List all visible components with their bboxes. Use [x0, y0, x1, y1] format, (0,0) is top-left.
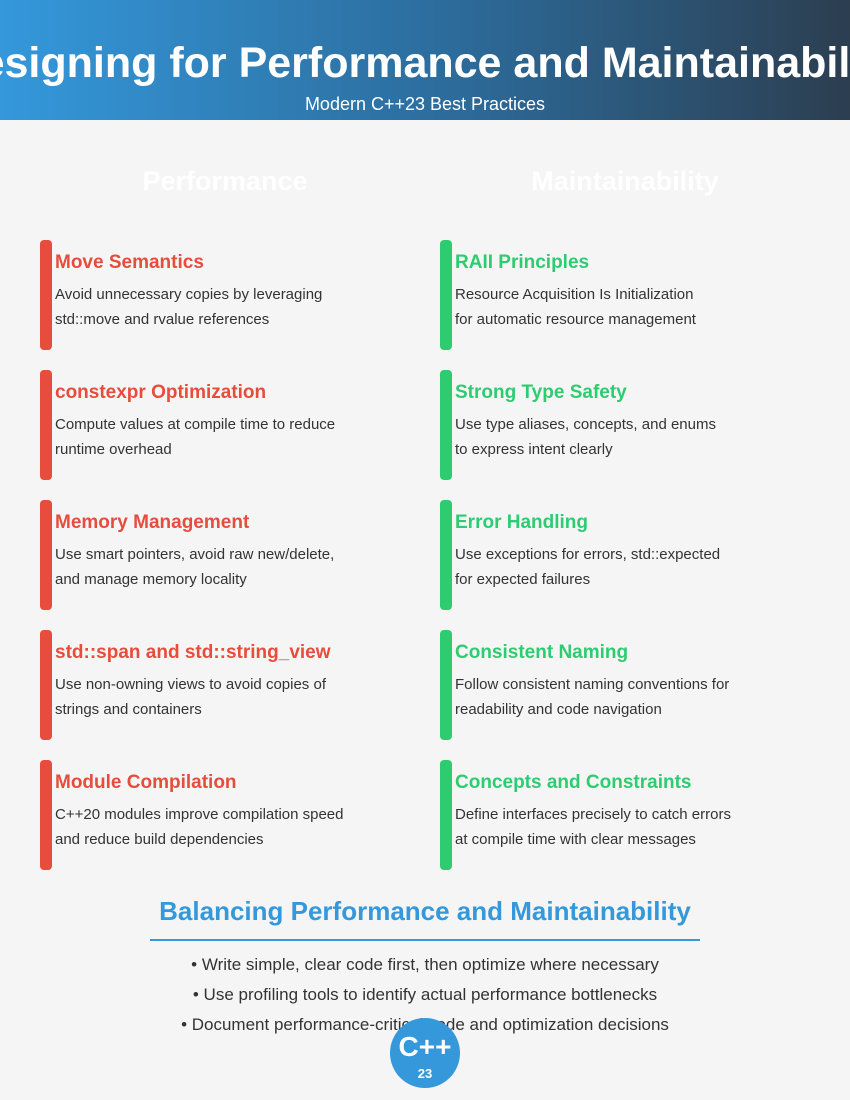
- card-description: Follow consistent naming conventions for: [455, 676, 730, 693]
- maintainability-accent-bar: [440, 370, 452, 480]
- cpp23-logo-badge: C++ 23: [390, 1018, 460, 1088]
- card-description: std::move and rvalue references: [55, 311, 270, 328]
- card-title: Consistent Naming: [455, 642, 629, 663]
- card-title: Strong Type Safety: [455, 382, 627, 403]
- card-title: std::span and std::string_view: [55, 642, 331, 663]
- page-title: Designing for Performance and Maintainab…: [0, 39, 850, 87]
- maintainability-card-type-safety: Strong Type Safety Use type aliases, con…: [440, 370, 780, 480]
- card-description: runtime overhead: [55, 441, 172, 458]
- balance-bullet: • Write simple, clear code first, then o…: [191, 955, 659, 974]
- maintainability-column-heading: Maintainability: [531, 166, 719, 196]
- card-title: Move Semantics: [55, 252, 204, 273]
- card-description: Compute values at compile time to reduce: [55, 416, 336, 433]
- card-description: at compile time with clear messages: [455, 831, 696, 848]
- card-description: Resource Acquisition Is Initialization: [455, 286, 694, 303]
- card-title: RAII Principles: [455, 252, 590, 273]
- maintainability-card-error-handling: Error Handling Use exceptions for errors…: [440, 500, 780, 610]
- card-description: Avoid unnecessary copies by leveraging: [55, 286, 323, 303]
- card-description: Use non-owning views to avoid copies of: [55, 676, 326, 693]
- card-description: strings and containers: [55, 701, 202, 718]
- performance-column-heading: Performance: [142, 166, 308, 196]
- card-title: Concepts and Constraints: [455, 772, 692, 793]
- performance-accent-bar: [40, 630, 52, 740]
- performance-card-module-compilation: Module Compilation C++20 modules improve…: [40, 760, 380, 870]
- maintainability-card-raii: RAII Principles Resource Acquisition Is …: [440, 240, 780, 350]
- card-description: to express intent clearly: [455, 441, 613, 458]
- card-description: Use type aliases, concepts, and enums: [455, 416, 716, 433]
- maintainability-accent-bar: [440, 630, 452, 740]
- card-description: and manage memory locality: [55, 571, 247, 588]
- card-description: readability and code navigation: [455, 701, 662, 718]
- performance-accent-bar: [40, 370, 52, 480]
- performance-card-move-semantics: Move Semantics Avoid unnecessary copies …: [40, 240, 380, 350]
- maintainability-card-concepts: Concepts and Constraints Define interfac…: [440, 760, 780, 870]
- card-description: for expected failures: [455, 571, 591, 588]
- card-title: Error Handling: [455, 512, 589, 533]
- card-description: C++20 modules improve compilation speed: [55, 806, 344, 823]
- balance-section-title: Balancing Performance and Maintainabilit…: [159, 896, 691, 926]
- performance-accent-bar: [40, 240, 52, 350]
- card-title: constexpr Optimization: [55, 382, 267, 403]
- maintainability-accent-bar: [440, 500, 452, 610]
- performance-card-constexpr: constexpr Optimization Compute values at…: [40, 370, 380, 480]
- performance-accent-bar: [40, 760, 52, 870]
- balance-divider: [150, 939, 700, 941]
- header-banner: Designing for Performance and Maintainab…: [0, 0, 850, 120]
- page-subtitle: Modern C++23 Best Practices: [304, 94, 546, 114]
- performance-accent-bar: [40, 500, 52, 610]
- performance-card-memory-management: Memory Management Use smart pointers, av…: [40, 500, 380, 610]
- card-title: Memory Management: [55, 512, 250, 533]
- card-title: Module Compilation: [55, 772, 237, 793]
- card-description: Use smart pointers, avoid raw new/delete…: [55, 546, 335, 563]
- maintainability-card-naming: Consistent Naming Follow consistent nami…: [440, 630, 780, 740]
- maintainability-accent-bar: [440, 240, 452, 350]
- logo-version: 23: [417, 1066, 433, 1081]
- balance-bullet: • Use profiling tools to identify actual…: [192, 985, 658, 1004]
- card-description: and reduce build dependencies: [55, 831, 264, 848]
- logo-text: C++: [398, 1031, 452, 1062]
- performance-card-span-string-view: std::span and std::string_view Use non-o…: [40, 630, 380, 740]
- maintainability-accent-bar: [440, 760, 452, 870]
- card-description: Define interfaces precisely to catch err…: [455, 806, 731, 823]
- card-description: for automatic resource management: [455, 311, 696, 328]
- card-description: Use exceptions for errors, std::expected: [455, 546, 721, 563]
